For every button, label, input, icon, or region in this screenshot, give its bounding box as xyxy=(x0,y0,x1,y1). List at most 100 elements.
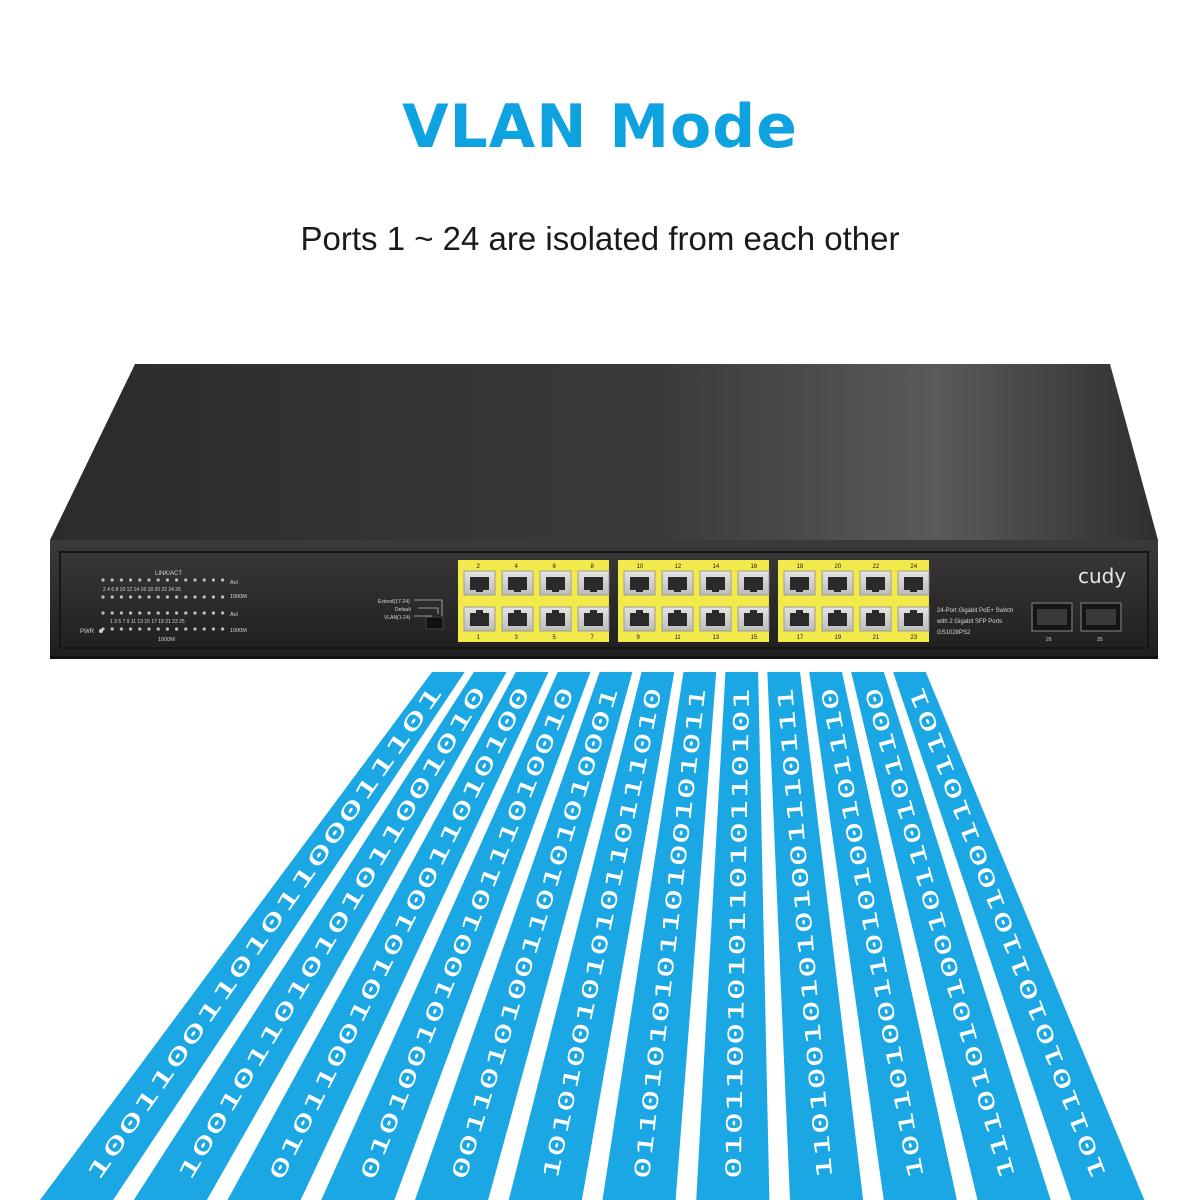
port-number-label: 9 xyxy=(637,635,641,641)
port-latch xyxy=(796,610,803,614)
port-jack xyxy=(584,613,603,626)
port-latch xyxy=(552,610,559,614)
led-indicator xyxy=(193,578,197,582)
port-number-label: 1 xyxy=(477,635,481,641)
port-jack xyxy=(828,613,847,626)
port-jack xyxy=(866,613,885,626)
port-number-label: 11 xyxy=(675,635,682,641)
page-title: VLAN Mode xyxy=(402,92,798,162)
led-indicator xyxy=(119,595,123,599)
port-number-label: 6 xyxy=(553,564,557,570)
pwr-label: PWR xyxy=(80,629,95,635)
led-indicator xyxy=(202,578,206,582)
led-indicator xyxy=(110,627,114,631)
data-streams: 1001100110101100011101100101101010101100… xyxy=(40,672,1145,1200)
data-stream-band xyxy=(809,672,957,1200)
port-jack xyxy=(546,577,565,590)
led-indicator xyxy=(110,611,114,615)
led-indicator xyxy=(101,611,105,615)
led-indicator xyxy=(129,578,133,582)
device-model: GS1028PS2 xyxy=(937,630,971,636)
data-stream-band xyxy=(227,672,549,1200)
data-stream-band xyxy=(415,672,633,1200)
led-indicator xyxy=(119,578,123,582)
led-indicator xyxy=(221,578,225,582)
led-indicator xyxy=(211,627,215,631)
led-indicator xyxy=(221,627,225,631)
port-number-label: 20 xyxy=(835,564,842,570)
port-latch xyxy=(674,610,681,614)
port-jack xyxy=(744,613,763,626)
led-header: LINK/ACT xyxy=(155,571,182,577)
port-number-label: 8 xyxy=(591,564,595,570)
data-stream-band xyxy=(321,672,591,1200)
port-jack xyxy=(630,613,649,626)
port-latch xyxy=(834,588,841,592)
led-indicator xyxy=(193,627,197,631)
brand-logo: cudy xyxy=(1078,564,1126,588)
led-indicator xyxy=(129,611,133,615)
port-number-label: 12 xyxy=(675,564,682,570)
port-jack xyxy=(790,577,809,590)
led-indicator xyxy=(193,611,197,615)
port-jack xyxy=(706,613,725,626)
led-indicator xyxy=(221,595,225,599)
led-indicator xyxy=(202,627,206,631)
port-number-label: 7 xyxy=(591,635,595,641)
port-latch xyxy=(590,610,597,614)
port-latch xyxy=(872,610,879,614)
port-latch xyxy=(552,588,559,592)
port-number-label: 19 xyxy=(835,635,842,641)
led-indicator xyxy=(138,627,142,631)
port-latch xyxy=(712,588,719,592)
led-indicator xyxy=(101,578,105,582)
led-indicator xyxy=(147,578,151,582)
switch-label-default: Default xyxy=(395,607,411,613)
led-indicator xyxy=(138,611,142,615)
led-indicator xyxy=(119,627,123,631)
port-number-label: 22 xyxy=(873,564,880,570)
led-indicator xyxy=(175,578,179,582)
led-indicator xyxy=(165,627,169,631)
port-jack xyxy=(508,577,527,590)
port-latch xyxy=(636,588,643,592)
led-speed-label-2: 1000M xyxy=(230,628,247,634)
port-latch xyxy=(712,610,719,614)
data-stream-band xyxy=(893,672,1145,1200)
port-jack xyxy=(470,577,489,590)
port-latch xyxy=(910,610,917,614)
port-number-label: 13 xyxy=(713,635,720,641)
port-latch xyxy=(674,588,681,592)
port-number-label: 15 xyxy=(751,635,758,641)
led-indicator xyxy=(138,578,142,582)
port-number-label: 10 xyxy=(637,564,644,570)
port-jack xyxy=(904,577,923,590)
switch-top-panel xyxy=(50,364,1158,540)
mode-dip-switch[interactable] xyxy=(425,616,444,630)
led-indicator xyxy=(184,627,188,631)
led-indicator xyxy=(129,627,133,631)
led-indicator xyxy=(184,595,188,599)
led-speed-label: 1000M xyxy=(230,594,247,600)
data-stream-band xyxy=(851,672,1051,1200)
port-jack xyxy=(866,577,885,590)
sfp-label-25: 25 xyxy=(1097,637,1103,643)
port-latch xyxy=(796,588,803,592)
port-number-label: 16 xyxy=(751,564,758,570)
port-latch xyxy=(476,588,483,592)
port-latch xyxy=(636,610,643,614)
port-number-label: 18 xyxy=(797,564,804,570)
port-jack xyxy=(668,577,687,590)
port-latch xyxy=(750,588,757,592)
data-stream-band xyxy=(133,672,507,1200)
led-indicator xyxy=(165,578,169,582)
port-jack xyxy=(584,577,603,590)
led-indicator xyxy=(202,595,206,599)
data-stream-band xyxy=(767,672,864,1200)
port-jack xyxy=(668,613,687,626)
led-indicator xyxy=(221,611,225,615)
led-indicator xyxy=(156,611,160,615)
port-jack xyxy=(904,613,923,626)
port-number-label: 5 xyxy=(553,635,557,641)
